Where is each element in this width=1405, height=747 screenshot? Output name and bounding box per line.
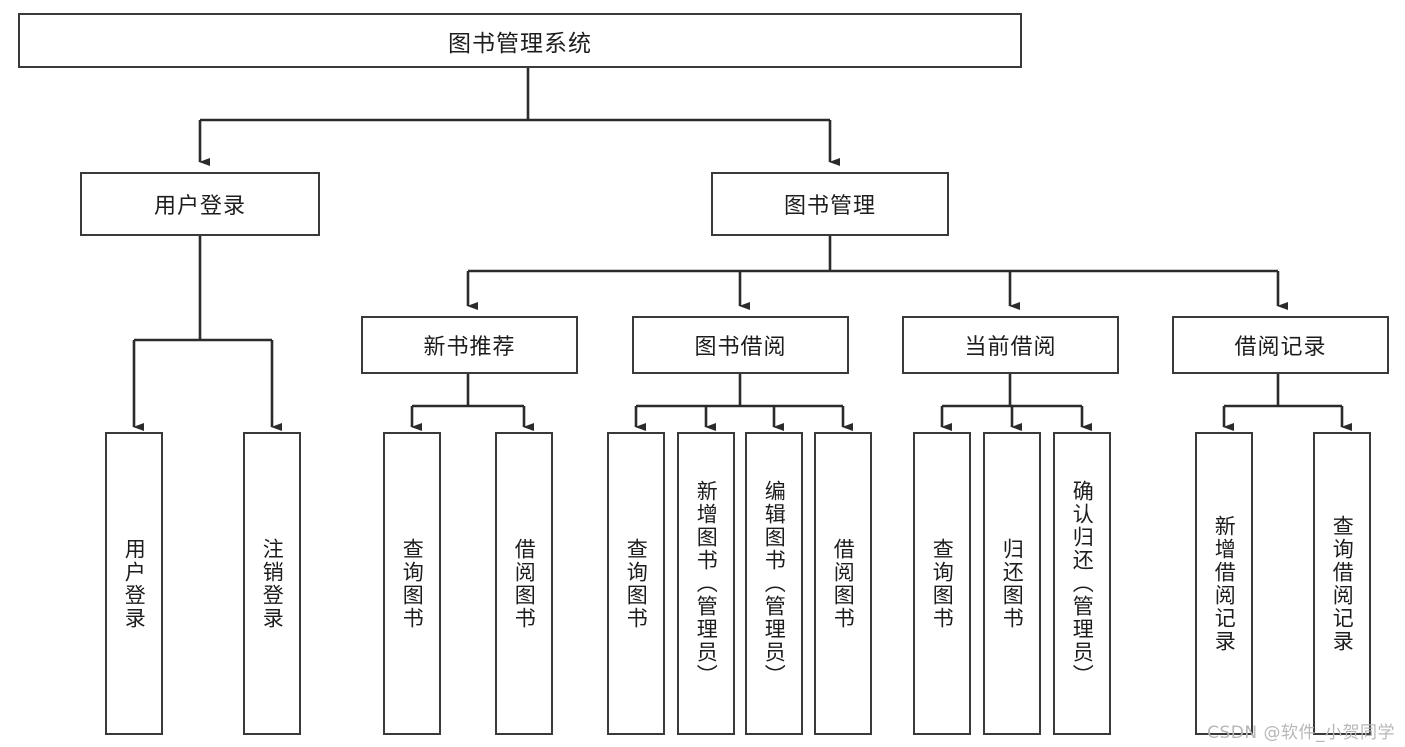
node-book-borrow[interactable]: 图书借阅 — [632, 316, 849, 374]
node-borrow-record[interactable]: 借阅记录 — [1172, 316, 1389, 374]
node-label: 用户登录 — [153, 194, 246, 219]
node-label: 新增图书（管理员） — [694, 480, 719, 687]
node-label: 确认归还（管理员） — [1070, 480, 1095, 687]
leaf-confirm-return-admin[interactable]: 确认归还（管理员） — [1053, 432, 1111, 735]
leaf-query-book-current[interactable]: 查询图书 — [913, 432, 971, 735]
leaf-user-login[interactable]: 用户登录 — [105, 432, 163, 735]
leaf-add-borrow-record[interactable]: 新增借阅记录 — [1195, 432, 1253, 735]
leaf-query-book-recommend[interactable]: 查询图书 — [383, 432, 441, 735]
node-label: 图书管理 — [783, 194, 876, 219]
node-new-book-recommend[interactable]: 新书推荐 — [361, 316, 578, 374]
node-label: 新书推荐 — [423, 335, 516, 360]
leaf-return-book[interactable]: 归还图书 — [983, 432, 1041, 735]
node-label: 借阅图书 — [512, 537, 537, 630]
leaf-add-book-admin[interactable]: 新增图书（管理员） — [677, 432, 735, 735]
node-label: 查询图书 — [400, 537, 425, 630]
leaf-query-borrow-record[interactable]: 查询借阅记录 — [1313, 432, 1371, 735]
node-label: 归还图书 — [1000, 537, 1025, 630]
leaf-borrow-book-recommend[interactable]: 借阅图书 — [495, 432, 553, 735]
leaf-edit-book-admin[interactable]: 编辑图书（管理员） — [745, 432, 803, 735]
node-label: 查询图书 — [624, 537, 649, 630]
node-label: 图书借阅 — [694, 335, 787, 360]
node-label: 借阅记录 — [1234, 335, 1327, 360]
node-label: 编辑图书（管理员） — [762, 480, 787, 687]
node-book-management[interactable]: 图书管理 — [711, 172, 949, 236]
node-label: 用户登录 — [122, 537, 147, 630]
node-label: 新增借阅记录 — [1212, 514, 1237, 653]
leaf-query-book-borrow[interactable]: 查询图书 — [607, 432, 665, 735]
node-user-login[interactable]: 用户登录 — [80, 172, 320, 236]
node-label: 注销登录 — [260, 537, 285, 630]
node-label: 查询借阅记录 — [1330, 514, 1355, 653]
node-label: 当前借阅 — [964, 335, 1057, 360]
node-label: 图书管理系统 — [448, 30, 592, 57]
node-label: 借阅图书 — [831, 537, 856, 630]
node-label: 查询图书 — [930, 537, 955, 630]
leaf-borrow-book[interactable]: 借阅图书 — [814, 432, 872, 735]
leaf-logout-login[interactable]: 注销登录 — [243, 432, 301, 735]
node-current-borrow[interactable]: 当前借阅 — [902, 316, 1119, 374]
node-root-book-management-system[interactable]: 图书管理系统 — [18, 13, 1022, 68]
watermark: CSDN @软件_小贺同学 — [1207, 723, 1395, 743]
